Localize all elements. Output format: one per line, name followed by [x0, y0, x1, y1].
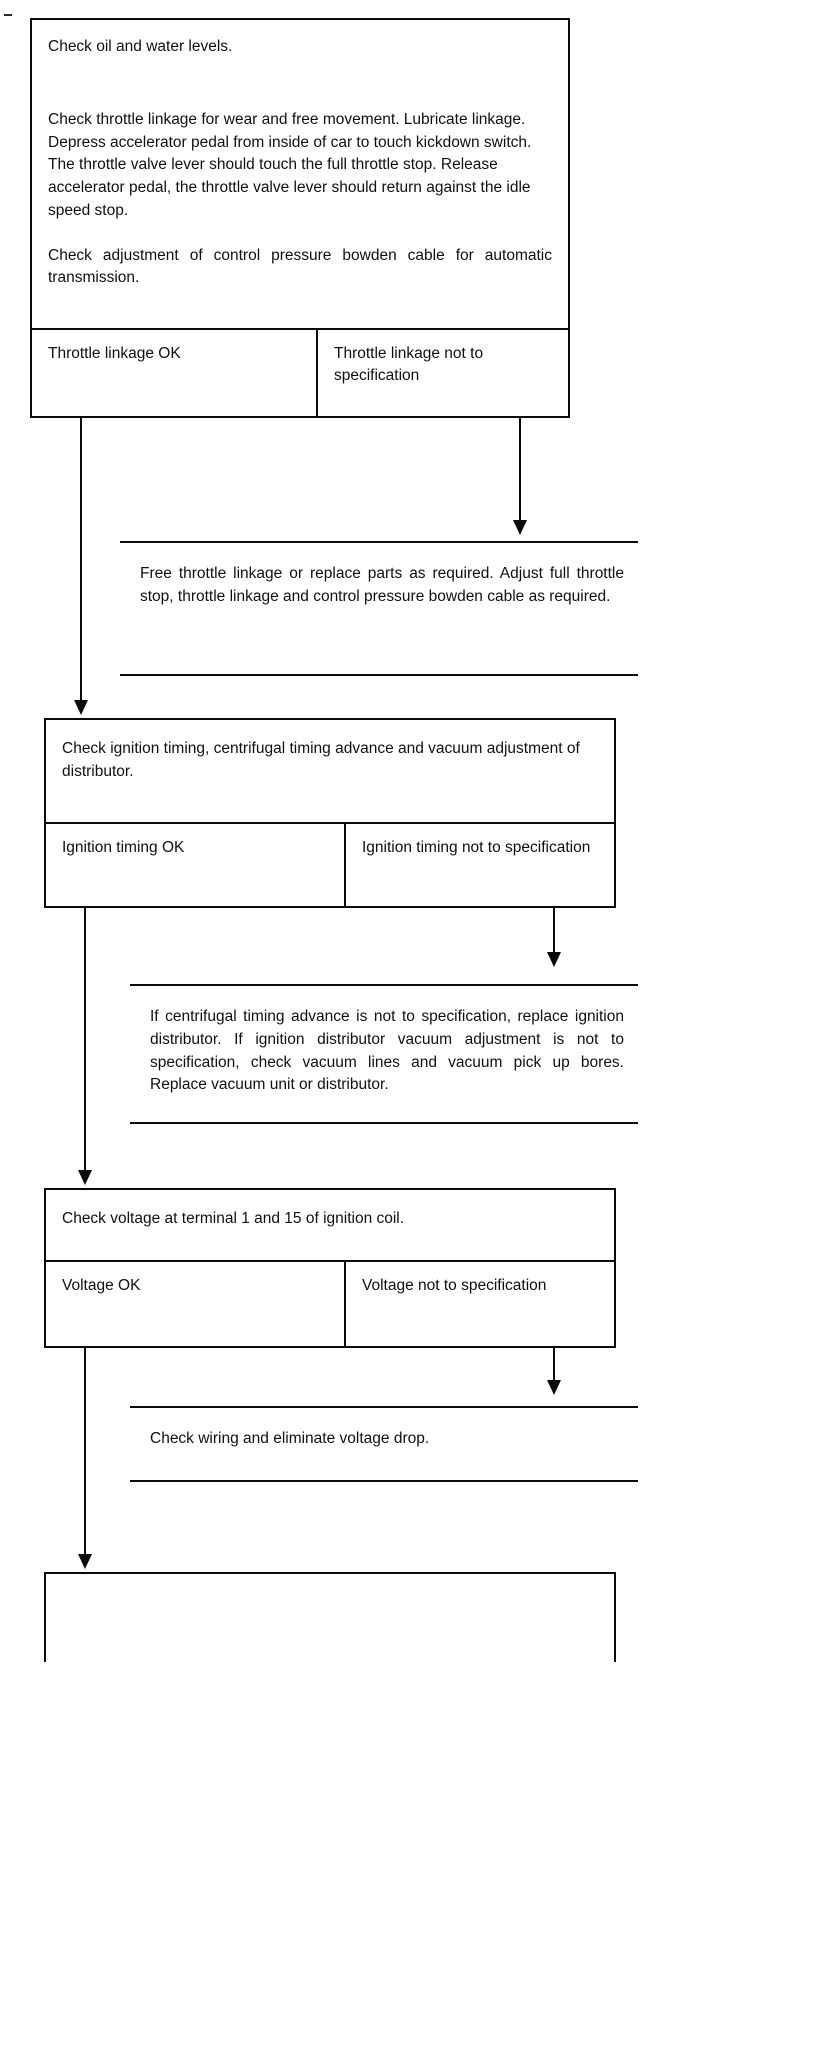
step-1-result-ok: Throttle linkage OK: [32, 330, 318, 416]
step-2-remedy-block: If centrifugal timing advance is not to …: [130, 984, 638, 1124]
step-3-fail-connector-arrow: [547, 1380, 561, 1395]
step-2-box: Check ignition timing, centrifugal timin…: [44, 718, 616, 908]
step-3-fail-connector-line: [553, 1348, 555, 1386]
scan-artifact-tick: [4, 14, 12, 16]
step-3-result-row: Voltage OK Voltage not to specification: [46, 1262, 614, 1346]
step-1-paragraph-2: Check throttle linkage for wear and free…: [48, 110, 532, 219]
step-1-remedy-text: Free throttle linkage or replace parts a…: [140, 565, 624, 605]
step-1-fail-connector-arrow: [513, 520, 527, 535]
step-1-box: Check oil and water levels. Check thrott…: [30, 18, 570, 418]
step-2-fail-connector-arrow: [547, 952, 561, 967]
step-1-remedy-block: Free throttle linkage or replace parts a…: [120, 541, 638, 676]
step-3-result-ok: Voltage OK: [46, 1262, 346, 1346]
next-step-box-partial: [44, 1572, 616, 1662]
step-3-ok-connector-arrow: [78, 1554, 92, 1569]
step-3-paragraph-1: Check voltage at terminal 1 and 15 of ig…: [62, 1210, 405, 1227]
step-1-fail-connector-line: [519, 418, 521, 526]
step-3-remedy-text: Check wiring and eliminate voltage drop.: [150, 1430, 430, 1447]
step-2-ok-connector-line: [84, 908, 86, 1176]
step-2-result-row: Ignition timing OK Ignition timing not t…: [46, 824, 614, 906]
step-1-paragraph-3: Check adjustment of control pressure bow…: [48, 246, 552, 287]
step-3-box: Check voltage at terminal 1 and 15 of ig…: [44, 1188, 616, 1348]
step-3-check-block: Check voltage at terminal 1 and 15 of ig…: [46, 1190, 614, 1262]
step-1-ok-connector-arrow: [74, 700, 88, 715]
step-1-paragraph-1: Check oil and water levels.: [48, 38, 233, 55]
step-3-remedy-block: Check wiring and eliminate voltage drop.: [130, 1406, 638, 1482]
step-2-fail-connector-line: [553, 908, 555, 960]
step-1-result-row: Throttle linkage OK Throttle linkage not…: [32, 330, 568, 416]
step-3-ok-connector-line: [84, 1348, 86, 1560]
step-2-paragraph-1: Check ignition timing, centrifugal timin…: [62, 740, 580, 780]
step-2-remedy-text: If centrifugal timing advance is not to …: [150, 1008, 624, 1094]
step-2-result-ok: Ignition timing OK: [46, 824, 346, 906]
step-1-result-not-ok: Throttle linkage not to specification: [334, 345, 484, 385]
step-2-result-not-ok: Ignition timing not to specification: [362, 839, 591, 856]
step-3-result-not-ok: Voltage not to specification: [362, 1277, 547, 1294]
step-2-check-block: Check ignition timing, centrifugal timin…: [46, 720, 614, 824]
step-2-ok-connector-arrow: [78, 1170, 92, 1185]
step-1-check-block: Check oil and water levels. Check thrott…: [32, 20, 568, 330]
step-1-ok-connector-line: [80, 418, 82, 706]
